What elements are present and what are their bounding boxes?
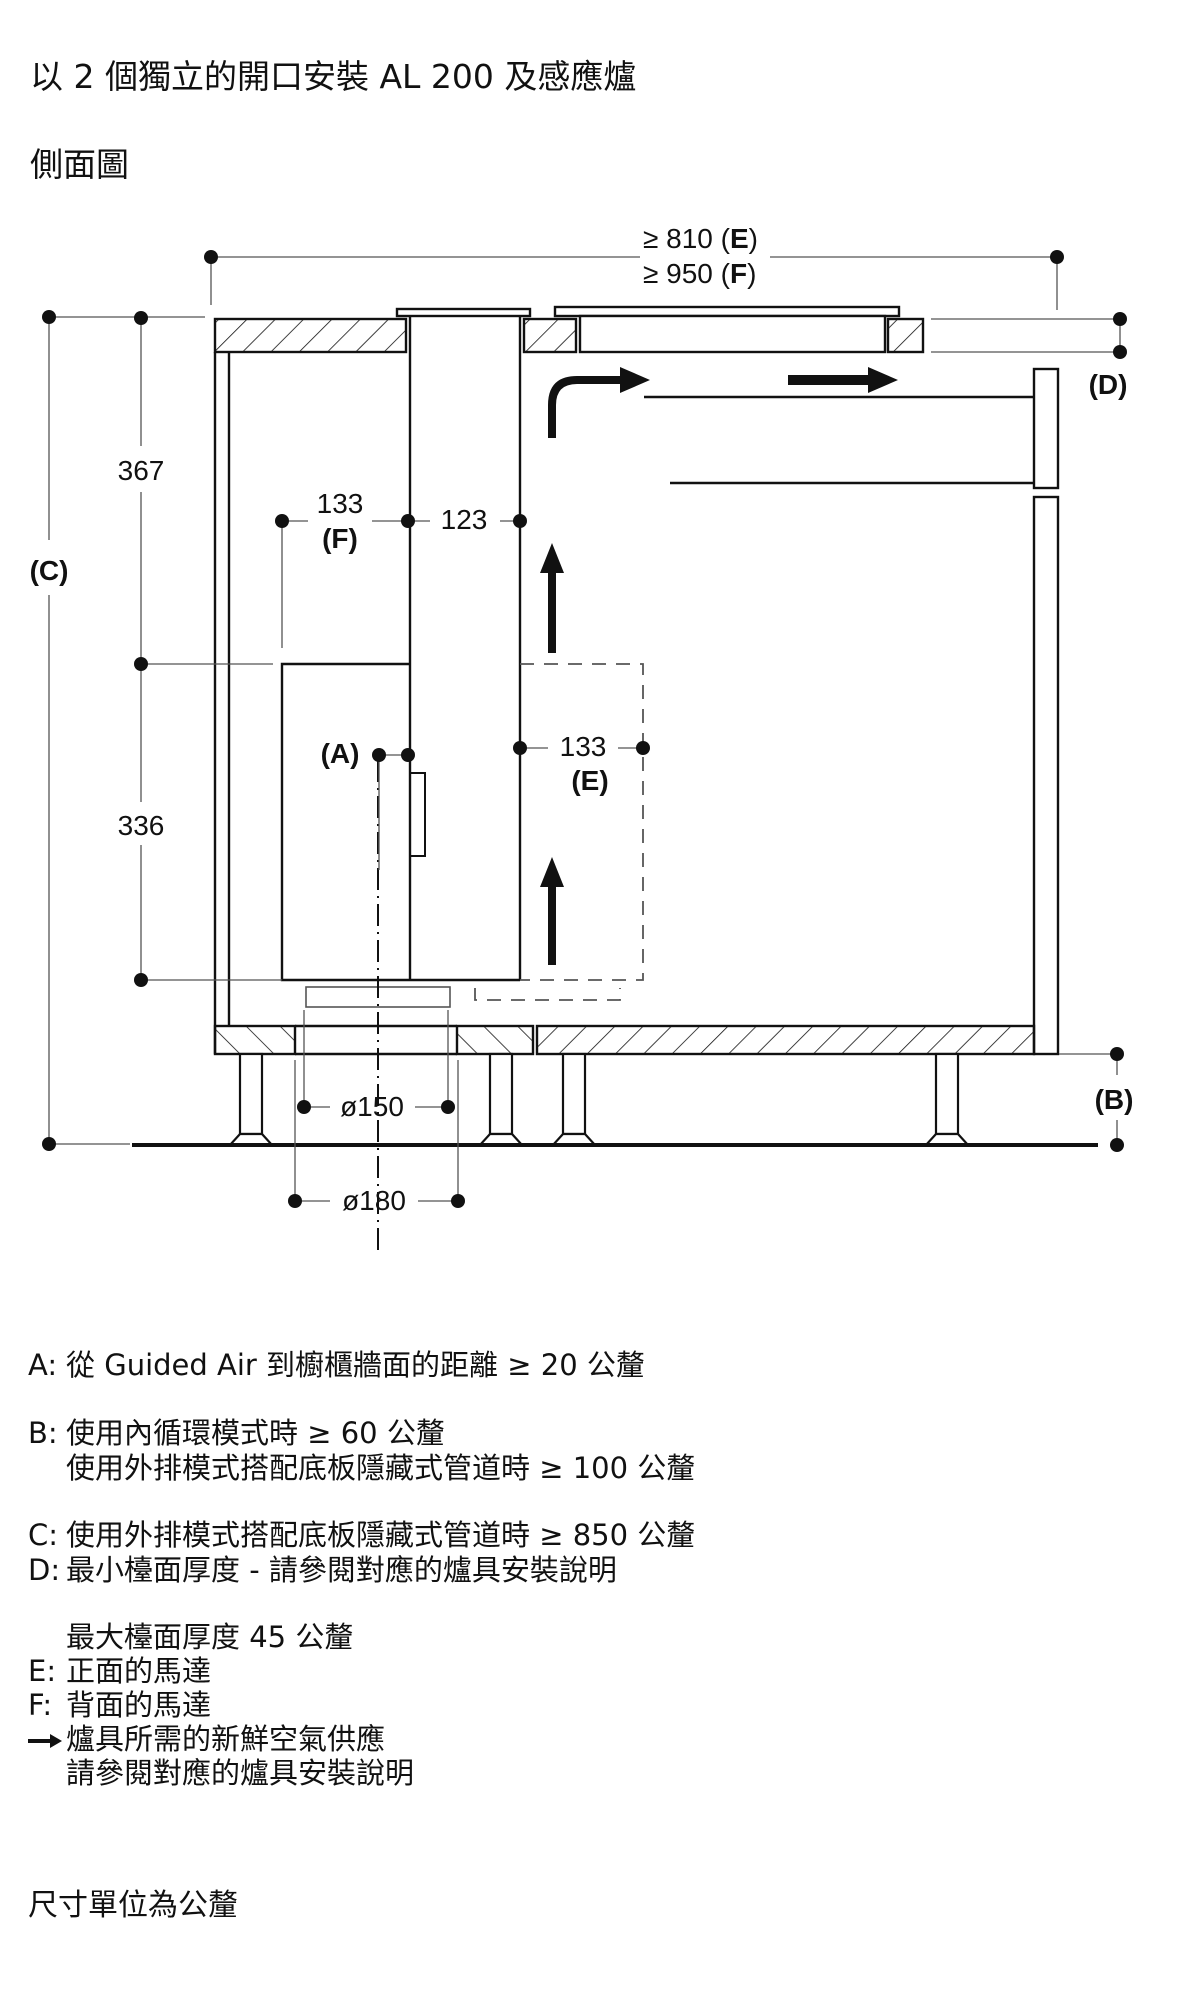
page-title: 以 2 個獨立的開口安裝 AL 200 及感應爐 [30,57,637,96]
legend-item-e: E:正面的馬達 [28,1654,212,1688]
base-middle [455,1024,535,1056]
base-left [213,1024,297,1056]
label-b: (B) [1095,1084,1134,1115]
legend-item-b: B:使用內循環模式時 ≥ 60 公釐 [28,1416,445,1450]
dim-motor-e: 133 [560,731,607,762]
base-right [535,1024,1036,1056]
dimension-dots [42,250,1127,1208]
label-a: (A) [321,738,360,769]
dim-motor-f: 133 [317,488,364,519]
legend-item-c: C:使用外排模式搭配底板隱藏式管道時 ≥ 850 公釐 [28,1518,696,1552]
hob-body [578,314,887,354]
countertop-right [886,317,925,354]
leg [477,1052,525,1147]
cabinet-legs [227,1052,971,1147]
downdraft-cap [395,307,532,318]
side-view-diagram: ≥ 810 (E) ≥ 950 (F) 367 336 (C) 133 (F) … [30,223,1134,1250]
motor-f-box [280,662,410,982]
airflow-right-arrow-icon [788,367,898,393]
label-f: (F) [322,523,358,554]
door-panel-lower [1032,495,1060,1056]
dim-diameter-outer: ø180 [342,1185,406,1216]
airflow-up-arrow-icon [540,543,564,653]
dim-height-lower: 336 [118,810,165,841]
hob-glass [553,305,901,318]
legend-item-f: F:背面的馬達 [28,1688,212,1722]
legend-item-a: A:從 Guided Air 到櫥櫃牆面的距離 ≥ 20 公釐 [28,1348,645,1382]
motor-e-outline [520,663,644,981]
door-panel-upper [1032,367,1060,490]
legend-item-b-line2: 使用外排模式搭配底板隱藏式管道時 ≥ 100 公釐 [66,1451,696,1485]
leg [550,1052,598,1147]
countertop-middle [522,317,578,354]
leg [227,1052,275,1147]
dim-height-upper: 367 [118,455,165,486]
legend-item-d: D:最小檯面厚度 - 請參閱對應的爐具安裝說明 [28,1553,617,1587]
legend-item-d-line2: 最大檯面厚度 45 公釐 [66,1620,354,1654]
dim-width-e: ≥ 810 (E) [643,223,758,254]
countertop-left [213,317,408,354]
duct-channel-outline [474,988,621,1001]
arrow-right-icon [28,1722,66,1757]
label-d: (D) [1089,369,1128,400]
label-e: (E) [571,765,608,796]
duct-connector [409,772,426,857]
units-note: 尺寸單位為公釐 [28,1888,238,1923]
legend-item-arrow: 爐具所需的新鮮空氣供應 [28,1722,385,1757]
dim-duct-width: 123 [441,504,488,535]
leg [923,1052,971,1147]
legend-item-arrow-line2: 請參閱對應的爐具安裝說明 [66,1756,415,1790]
airflow-up-arrow-icon [540,857,564,965]
airflow-curved-arrow-icon [548,367,650,438]
label-c: (C) [30,555,69,586]
dim-diameter-inner: ø150 [340,1091,404,1122]
view-subtitle: 側面圖 [30,145,129,184]
dim-width-f: ≥ 950 (F) [643,258,756,289]
